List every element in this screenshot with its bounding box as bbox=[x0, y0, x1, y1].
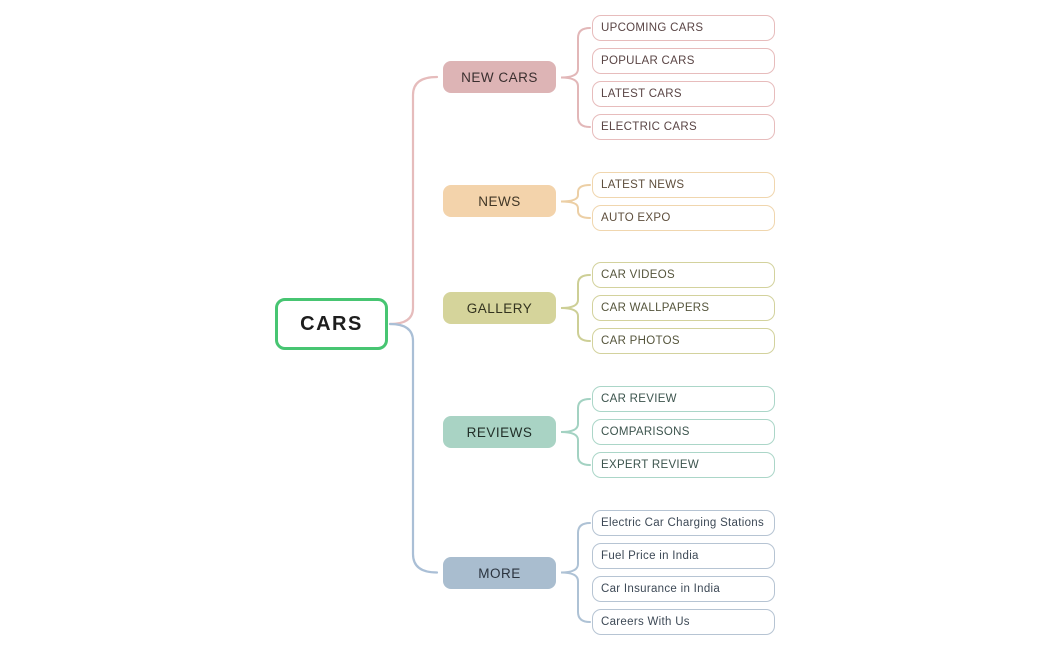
more-brace bbox=[560, 522, 591, 623]
leaf-node-popular-cars[interactable]: POPULAR CARS bbox=[592, 48, 775, 74]
branch-node-news[interactable]: NEWS bbox=[443, 185, 556, 217]
leaf-node-comparisons[interactable]: COMPARISONS bbox=[592, 419, 775, 445]
trunk-upper-connector bbox=[388, 75, 439, 326]
root-node-cars[interactable]: CARS bbox=[275, 298, 388, 350]
leaf-node-car-review[interactable]: CAR REVIEW bbox=[592, 386, 775, 412]
trunk-lower-connector bbox=[388, 322, 439, 574]
leaf-node-latest-news[interactable]: LATEST NEWS bbox=[592, 172, 775, 198]
leaf-node-auto-expo[interactable]: AUTO EXPO bbox=[592, 205, 775, 231]
new-cars-brace bbox=[560, 27, 591, 128]
branch-node-more[interactable]: MORE bbox=[443, 557, 556, 589]
reviews-brace bbox=[560, 398, 591, 466]
gallery-brace bbox=[560, 274, 591, 342]
leaf-node-fuel-price-in-india[interactable]: Fuel Price in India bbox=[592, 543, 775, 569]
leaf-node-car-photos[interactable]: CAR PHOTOS bbox=[592, 328, 775, 354]
branch-node-new-cars[interactable]: NEW CARS bbox=[443, 61, 556, 93]
leaf-node-electric-car-charging-stations[interactable]: Electric Car Charging Stations bbox=[592, 510, 775, 536]
leaf-node-electric-cars[interactable]: ELECTRIC CARS bbox=[592, 114, 775, 140]
leaf-node-car-wallpapers[interactable]: CAR WALLPAPERS bbox=[592, 295, 775, 321]
leaf-node-expert-review[interactable]: EXPERT REVIEW bbox=[592, 452, 775, 478]
leaf-node-latest-cars[interactable]: LATEST CARS bbox=[592, 81, 775, 107]
news-brace bbox=[560, 184, 591, 219]
leaf-node-upcoming-cars[interactable]: UPCOMING CARS bbox=[592, 15, 775, 41]
branch-node-reviews[interactable]: REVIEWS bbox=[443, 416, 556, 448]
leaf-node-car-videos[interactable]: CAR VIDEOS bbox=[592, 262, 775, 288]
leaf-node-car-insurance-in-india[interactable]: Car Insurance in India bbox=[592, 576, 775, 602]
leaf-node-careers-with-us[interactable]: Careers With Us bbox=[592, 609, 775, 635]
branch-node-gallery[interactable]: GALLERY bbox=[443, 292, 556, 324]
